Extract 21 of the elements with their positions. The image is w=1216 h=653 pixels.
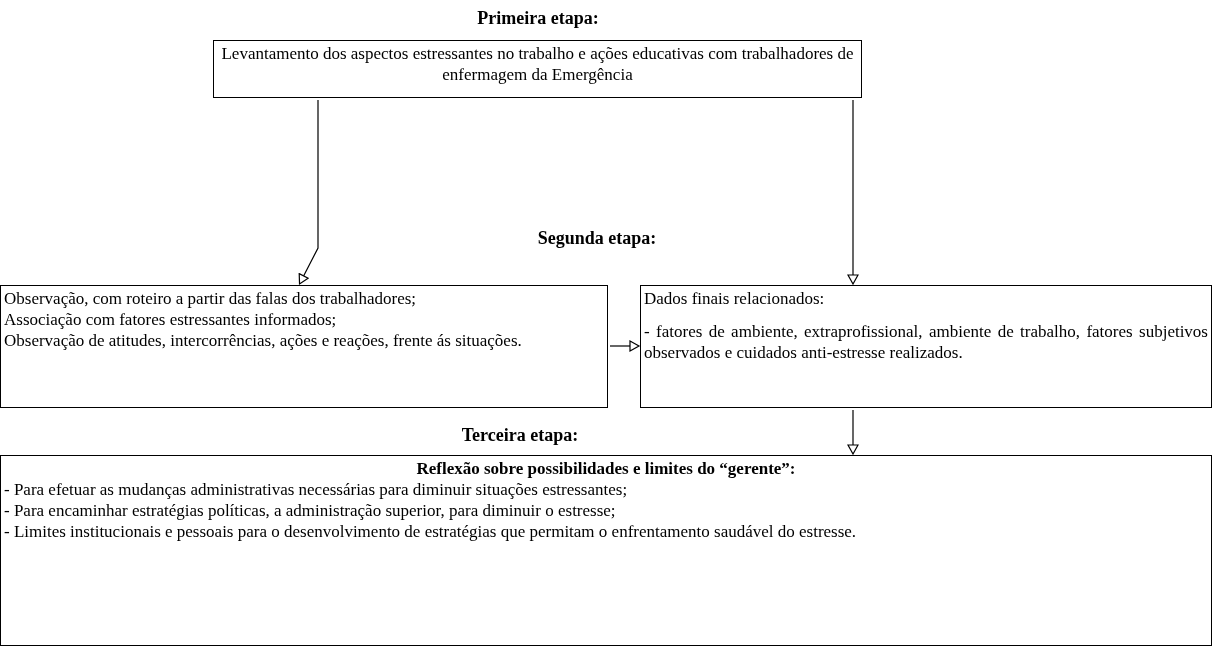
arrow — [609, 340, 640, 352]
bullet-item: - Para efetuar as mudanças administrativas necessárias para diminuir situações estressantes; — [4, 479, 629, 500]
box-text: Levantamento dos aspectos estressantes no trabalho e ações educativas com trabalhadores de enfermagem da Emergência — [220, 43, 855, 85]
arrow — [847, 99, 859, 285]
bullet-item: - Para encaminhar estratégias políticas, a administração superior, para diminuir o estresse; — [4, 500, 617, 521]
text-box — [213, 40, 862, 98]
arrow — [298, 99, 319, 285]
arrow — [847, 409, 859, 455]
box-text: - fatores de ambiente, extraprofissional, ambiente de trabalho, fatores subjetivos observados e cuidados anti-estresse realizados. — [644, 321, 1208, 363]
bullet-item: - Limites institucionais e pessoais para o desenvolvimento de estratégias que permitam o enfrentamento saudável do estresse. — [4, 521, 858, 542]
text-box — [0, 285, 608, 408]
stage-heading: Segunda etapa: — [537, 228, 657, 249]
text-box — [0, 455, 1212, 646]
text-box — [640, 285, 1212, 408]
box-text: Observação de atitudes, intercorrências, ações e reações, frente ás situações. — [4, 330, 523, 351]
stage-heading: Terceira etapa: — [461, 425, 579, 446]
box-text: Associação com fatores estressantes informados; — [4, 309, 338, 330]
box-heading: Reflexão sobre possibilidades e limites do “gerente”: — [415, 458, 797, 479]
stage-heading: Primeira etapa: — [477, 8, 599, 29]
box-text: Observação, com roteiro a partir das falas dos trabalhadores; — [4, 288, 418, 309]
box-text: Dados finais relacionados: — [644, 288, 826, 309]
